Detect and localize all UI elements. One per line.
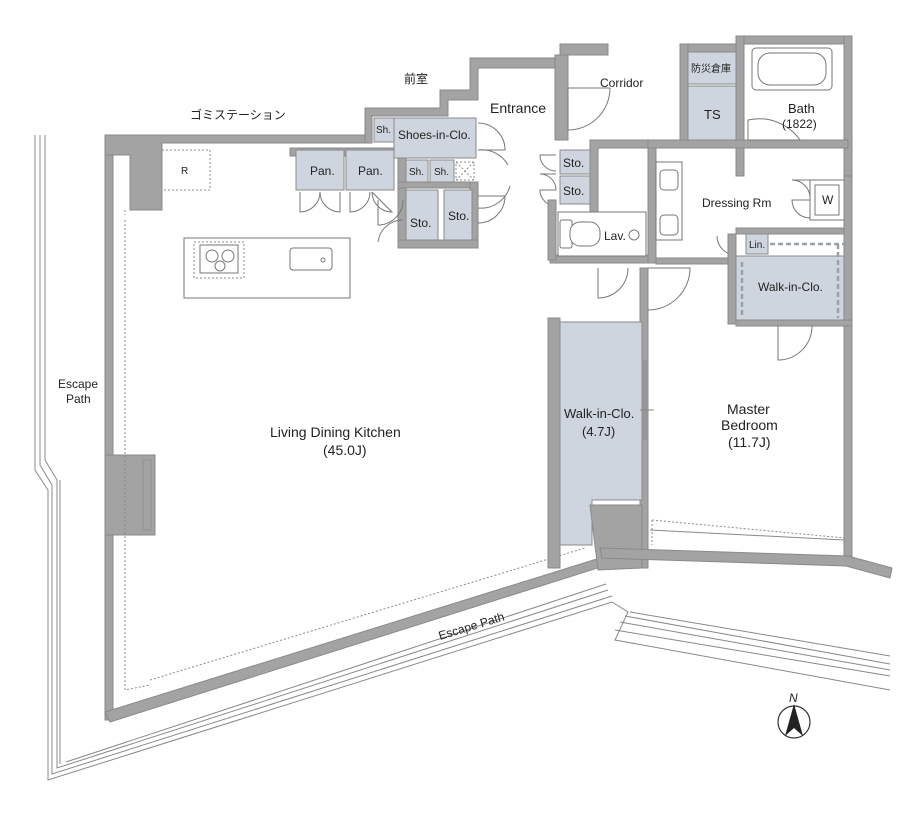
ldk-label: Living Dining Kitchen bbox=[270, 424, 401, 440]
shelf-1-label: Sh. bbox=[376, 125, 391, 136]
corridor-label: Corridor bbox=[600, 76, 643, 90]
walk-in-closet-size-label: (4.7J) bbox=[582, 424, 615, 439]
disaster-storage-label: 防災倉庫 bbox=[691, 62, 731, 75]
refrigerator-space bbox=[161, 149, 211, 191]
garbage-station-label: ゴミステーション bbox=[190, 107, 286, 122]
storage-2 bbox=[443, 189, 473, 241]
storage-1 bbox=[405, 189, 439, 241]
shelf-2 bbox=[405, 159, 429, 183]
escape-path-left-label-1: Escape bbox=[58, 377, 98, 391]
storage-1-label: Sto. bbox=[410, 216, 431, 230]
storage-rooms bbox=[295, 117, 591, 241]
trunk-space bbox=[687, 85, 737, 141]
walk-in-closet-label: Walk-in-Clo. bbox=[564, 406, 634, 421]
master-bedroom-size-label: (11.7J) bbox=[728, 434, 771, 450]
bath-size-label: (1822) bbox=[782, 117, 817, 131]
refrigerator-label: R bbox=[181, 166, 188, 177]
compass-north-icon: N bbox=[777, 691, 811, 739]
bath-label: Bath bbox=[788, 101, 815, 116]
pantry-2 bbox=[345, 149, 395, 191]
bedroom-bottom-wall bbox=[599, 519, 893, 579]
washer-label: W bbox=[822, 193, 834, 207]
escape-path-left-label-2: Path bbox=[66, 392, 91, 406]
pantry-1 bbox=[295, 149, 345, 191]
storage-4-label: Sto. bbox=[563, 184, 584, 198]
storage-3 bbox=[559, 149, 591, 175]
master-bedroom-label-2: Bedroom bbox=[721, 417, 778, 433]
master-bedroom-label-1: Master bbox=[727, 401, 770, 417]
exterior-walls bbox=[104, 134, 605, 723]
kitchen-island bbox=[183, 237, 351, 299]
ldk-size-label: (45.0J) bbox=[323, 442, 367, 458]
escape-path-outline bbox=[34, 135, 891, 781]
linen bbox=[745, 233, 769, 255]
bathtub-icon bbox=[751, 47, 833, 91]
pantry-doors bbox=[299, 87, 611, 243]
storage-3-label: Sto. bbox=[563, 156, 584, 170]
walk-in-closet-small-label: Walk-in-Clo. bbox=[758, 280, 823, 294]
pantry-1-label: Pan. bbox=[310, 164, 335, 178]
stove-icon bbox=[199, 244, 239, 274]
shoes-closet bbox=[393, 117, 477, 159]
trunk-space-label: TS bbox=[704, 107, 721, 122]
storage-2-label: Sto. bbox=[448, 209, 469, 223]
bedroom-closets bbox=[727, 175, 853, 557]
washer-icon bbox=[809, 179, 845, 221]
walk-in-closet-large bbox=[547, 267, 691, 571]
sink-icon bbox=[289, 247, 333, 271]
shelf-3 bbox=[429, 159, 455, 183]
wet-area bbox=[547, 35, 853, 265]
toilet-icon bbox=[559, 219, 601, 249]
north-label: N bbox=[789, 691, 798, 705]
linen-label: Lin. bbox=[749, 240, 765, 251]
shoes-closet-label: Shoes-in-Clo. bbox=[398, 128, 471, 142]
storage-4 bbox=[559, 175, 591, 205]
dressing-room-label: Dressing Rm bbox=[702, 196, 771, 210]
disaster-storage bbox=[687, 51, 737, 85]
lavatory-label: Lav. bbox=[604, 229, 626, 243]
shelf-2-label: Sh. bbox=[409, 167, 424, 178]
pantry-2-label: Pan. bbox=[358, 164, 383, 178]
vestibule-label: 前室 bbox=[404, 71, 428, 86]
entrance-label: Entrance bbox=[490, 100, 546, 116]
shelf-3-label: Sh. bbox=[434, 167, 449, 178]
room-labels: ゴミステーション 前室 Corridor Entrance Sh. Shoes-… bbox=[58, 62, 834, 643]
